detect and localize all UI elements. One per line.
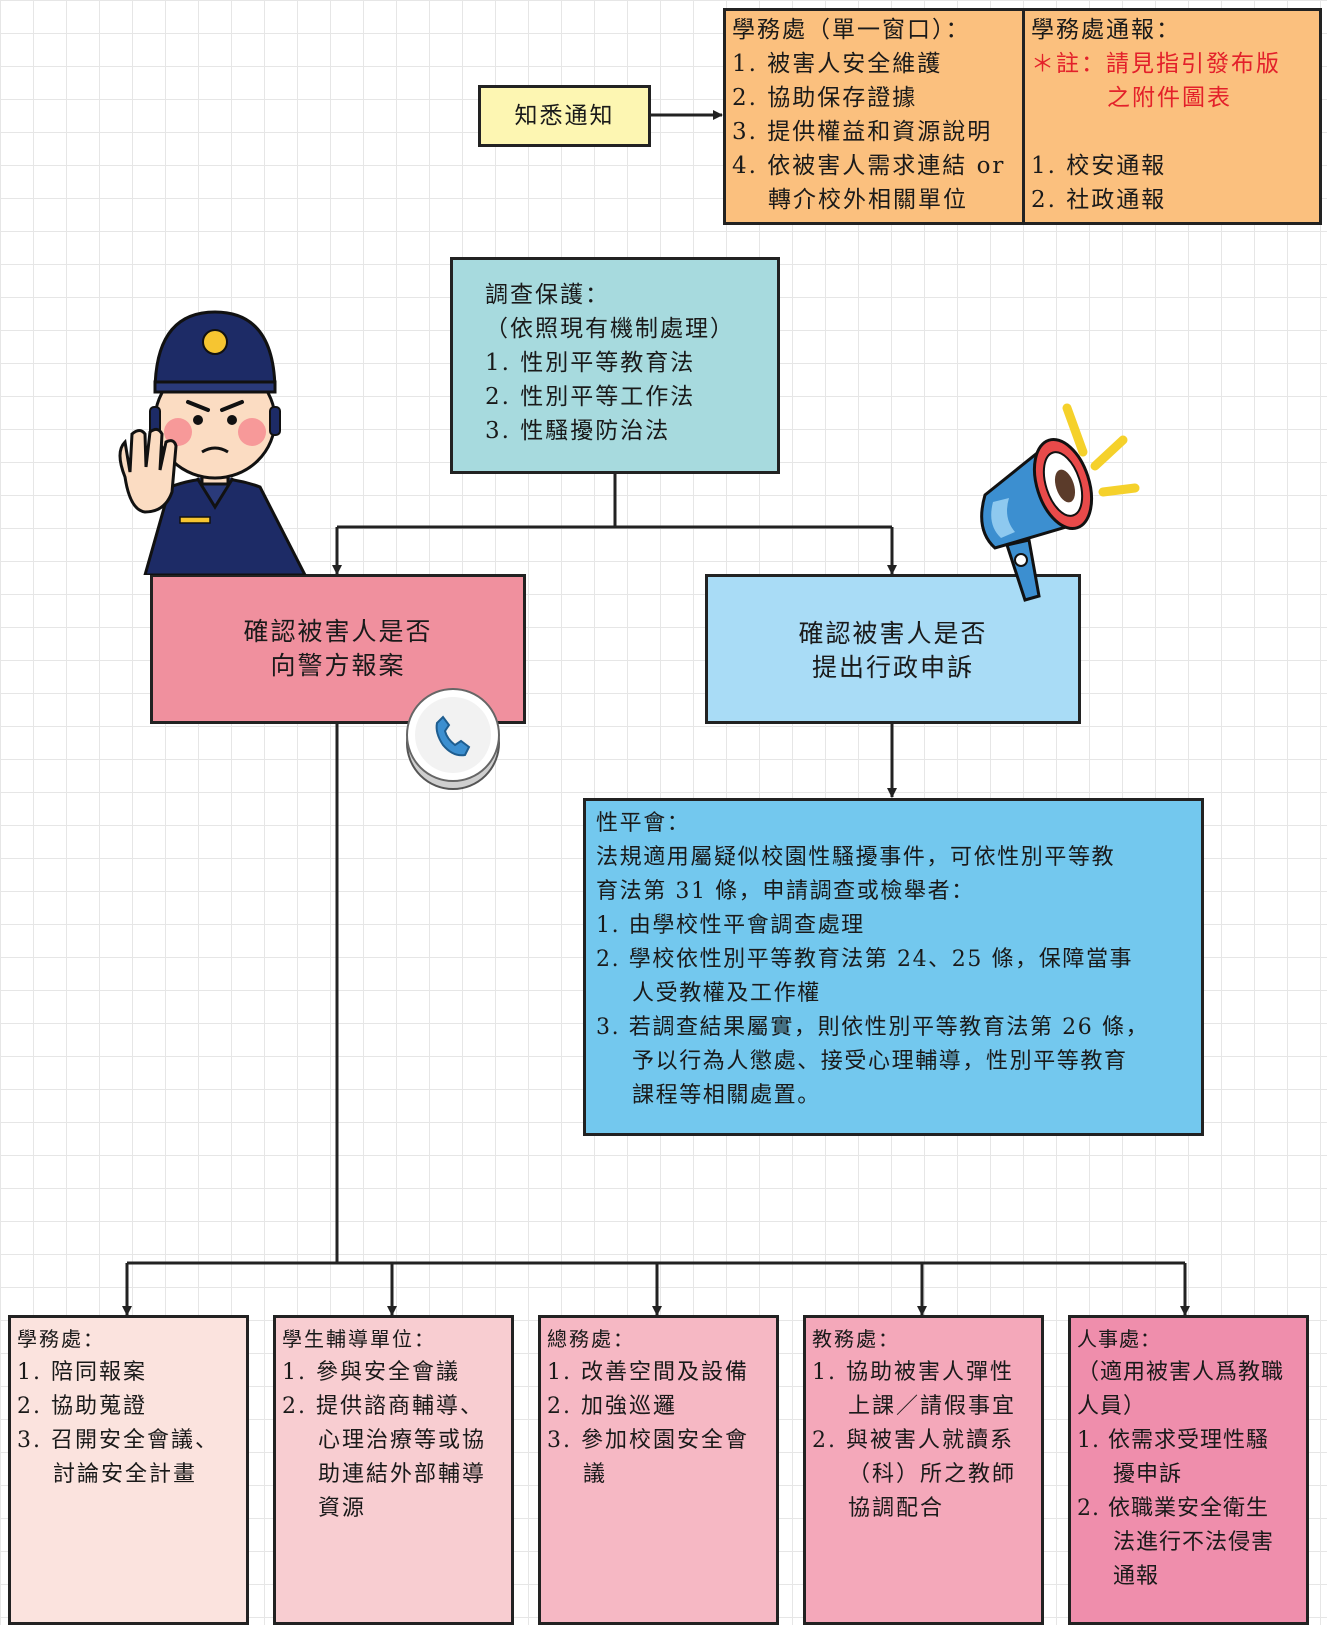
gender-equity-committee-box: 性平會： 法規適用屬疑似校園性騷擾事件，可依性別平等教 育法第 31 條，申請調…: [583, 798, 1204, 1136]
unit-title: 學務處：: [17, 1327, 105, 1351]
unit-item: 3. 參加校園安全會: [547, 1428, 749, 1453]
unit-item: 議: [583, 1462, 608, 1487]
unit-personnel-box: 人事處： （適用被害人爲教職 人員） 1. 依需求受理性騷 擾申訴 2. 依職業…: [1068, 1315, 1309, 1625]
phone-icon: [406, 688, 500, 790]
unit-title: 學生輔導單位：: [282, 1327, 436, 1351]
committee-line: 1. 由學校性平會調查處理: [596, 913, 865, 938]
unit-item: 人員）: [1077, 1394, 1147, 1419]
unit-item: 3. 召開安全會議、: [17, 1428, 219, 1453]
megaphone-icon: [980, 403, 1140, 602]
student-affairs-title: 學務處（單一窗口）：: [732, 17, 971, 43]
student-affairs-item: 1. 被害人安全維護: [732, 51, 943, 77]
notify-box: 知悉通知: [478, 85, 651, 147]
report-note: 之附件圖表: [1107, 85, 1232, 111]
unit-item: 1. 依需求受理性騷: [1077, 1428, 1269, 1453]
unit-item: （科）所之教師: [848, 1462, 1017, 1487]
committee-line: 法規適用屬疑似校園性騷擾事件，可依性別平等教: [596, 845, 1116, 870]
unit-item: 法進行不法侵害: [1113, 1530, 1275, 1555]
investigate-title: 調查保護：: [485, 282, 610, 308]
unit-item: 協調配合: [848, 1496, 945, 1521]
unit-counseling-box: 學生輔導單位： 1. 參與安全會議 2. 提供諮商輔導、 心理治療等或協 助連結…: [273, 1315, 514, 1625]
investigate-subtitle: （依照現有機制處理）: [485, 316, 735, 342]
admin-appeal-box: 確認被害人是否 提出行政申訴: [705, 574, 1081, 724]
notify-label: 知悉通知: [514, 103, 615, 129]
unit-item: 1. 協助被害人彈性: [812, 1360, 1014, 1385]
report-title: 學務處通報：: [1031, 17, 1181, 43]
investigate-box: 調查保護： （依照現有機制處理） 1. 性別平等教育法 2. 性別平等工作法 3…: [450, 257, 780, 474]
unit-item: 擾申訴: [1113, 1462, 1183, 1487]
student-affairs-box: 學務處（單一窗口）： 1. 被害人安全維護 2. 協助保存證據 3. 提供權益和…: [723, 8, 1025, 225]
report-item: 1. 校安通報: [1031, 153, 1167, 179]
unit-item: 2. 協助蒐證: [17, 1394, 147, 1419]
investigate-item: 1. 性別平等教育法: [485, 350, 696, 376]
unit-general-affairs-box: 總務處： 1. 改善空間及設備 2. 加強巡邏 3. 參加校園安全會 議: [538, 1315, 779, 1625]
report-item: 2. 社政通報: [1031, 187, 1167, 213]
report-box: 學務處通報： ＊註：請見指引發布版 之附件圖表 1. 校安通報 2. 社政通報: [1022, 8, 1322, 225]
unit-item: 心理治療等或協: [318, 1428, 487, 1453]
admin-appeal-line: 確認被害人是否: [798, 619, 988, 648]
unit-item: 2. 提供諮商輔導、: [282, 1394, 484, 1419]
unit-student-affairs-box: 學務處： 1. 陪同報案 2. 協助蒐證 3. 召開安全會議、 討論安全計畫: [8, 1315, 249, 1625]
unit-title: 總務處：: [547, 1327, 635, 1351]
unit-item: 上課／請假事宜: [848, 1394, 1017, 1419]
police-report-box: 確認被害人是否 向警方報案: [150, 574, 526, 724]
student-affairs-item: 4. 依被害人需求連結 or: [732, 153, 1006, 179]
committee-line: 人受教權及工作權: [632, 981, 821, 1006]
unit-item: 1. 參與安全會議: [282, 1360, 460, 1385]
committee-title: 性平會：: [596, 811, 691, 836]
student-affairs-item: 轉介校外相關單位: [768, 187, 968, 213]
committee-line: 課程等相關處置。: [632, 1083, 821, 1108]
unit-item: 1. 改善空間及設備: [547, 1360, 749, 1385]
unit-title: 人事處：: [1077, 1327, 1161, 1351]
police-report-line: 確認被害人是否: [243, 617, 433, 646]
committee-line: 2. 學校依性別平等教育法第 24、25 條，保障當事: [596, 947, 1134, 972]
student-affairs-item: 2. 協助保存證據: [732, 85, 918, 111]
unit-item: 2. 加強巡邏: [547, 1394, 677, 1419]
committee-line: 育法第 31 條，申請調查或檢舉者：: [596, 879, 975, 904]
unit-title: 教務處：: [812, 1327, 900, 1351]
committee-line: 3. 若調查結果屬實，則依性別平等教育法第 26 條，: [596, 1015, 1150, 1040]
unit-item: 2. 與被害人就讀系: [812, 1428, 1014, 1453]
unit-item: （適用被害人爲教職: [1077, 1360, 1285, 1385]
unit-item: 助連結外部輔導: [318, 1462, 487, 1487]
unit-academic-affairs-box: 教務處： 1. 協助被害人彈性 上課／請假事宜 2. 與被害人就讀系 （科）所之…: [803, 1315, 1044, 1625]
admin-appeal-line: 提出行政申訴: [811, 653, 974, 682]
committee-line: 予以行為人懲處、接受心理輔導，性別平等教育: [632, 1049, 1128, 1074]
police-report-line: 向警方報案: [270, 651, 406, 680]
unit-item: 1. 陪同報案: [17, 1360, 147, 1385]
report-note: ＊註：請見指引發布版: [1031, 51, 1281, 77]
police-officer-icon: [118, 310, 307, 575]
unit-item: 資源: [318, 1496, 367, 1521]
unit-item: 討論安全計畫: [53, 1462, 198, 1487]
unit-item: 2. 依職業安全衛生: [1077, 1496, 1269, 1521]
investigate-item: 2. 性別平等工作法: [485, 384, 696, 410]
unit-item: 通報: [1113, 1564, 1160, 1589]
investigate-item: 3. 性騷擾防治法: [485, 418, 671, 444]
student-affairs-item: 3. 提供權益和資源說明: [732, 119, 993, 145]
